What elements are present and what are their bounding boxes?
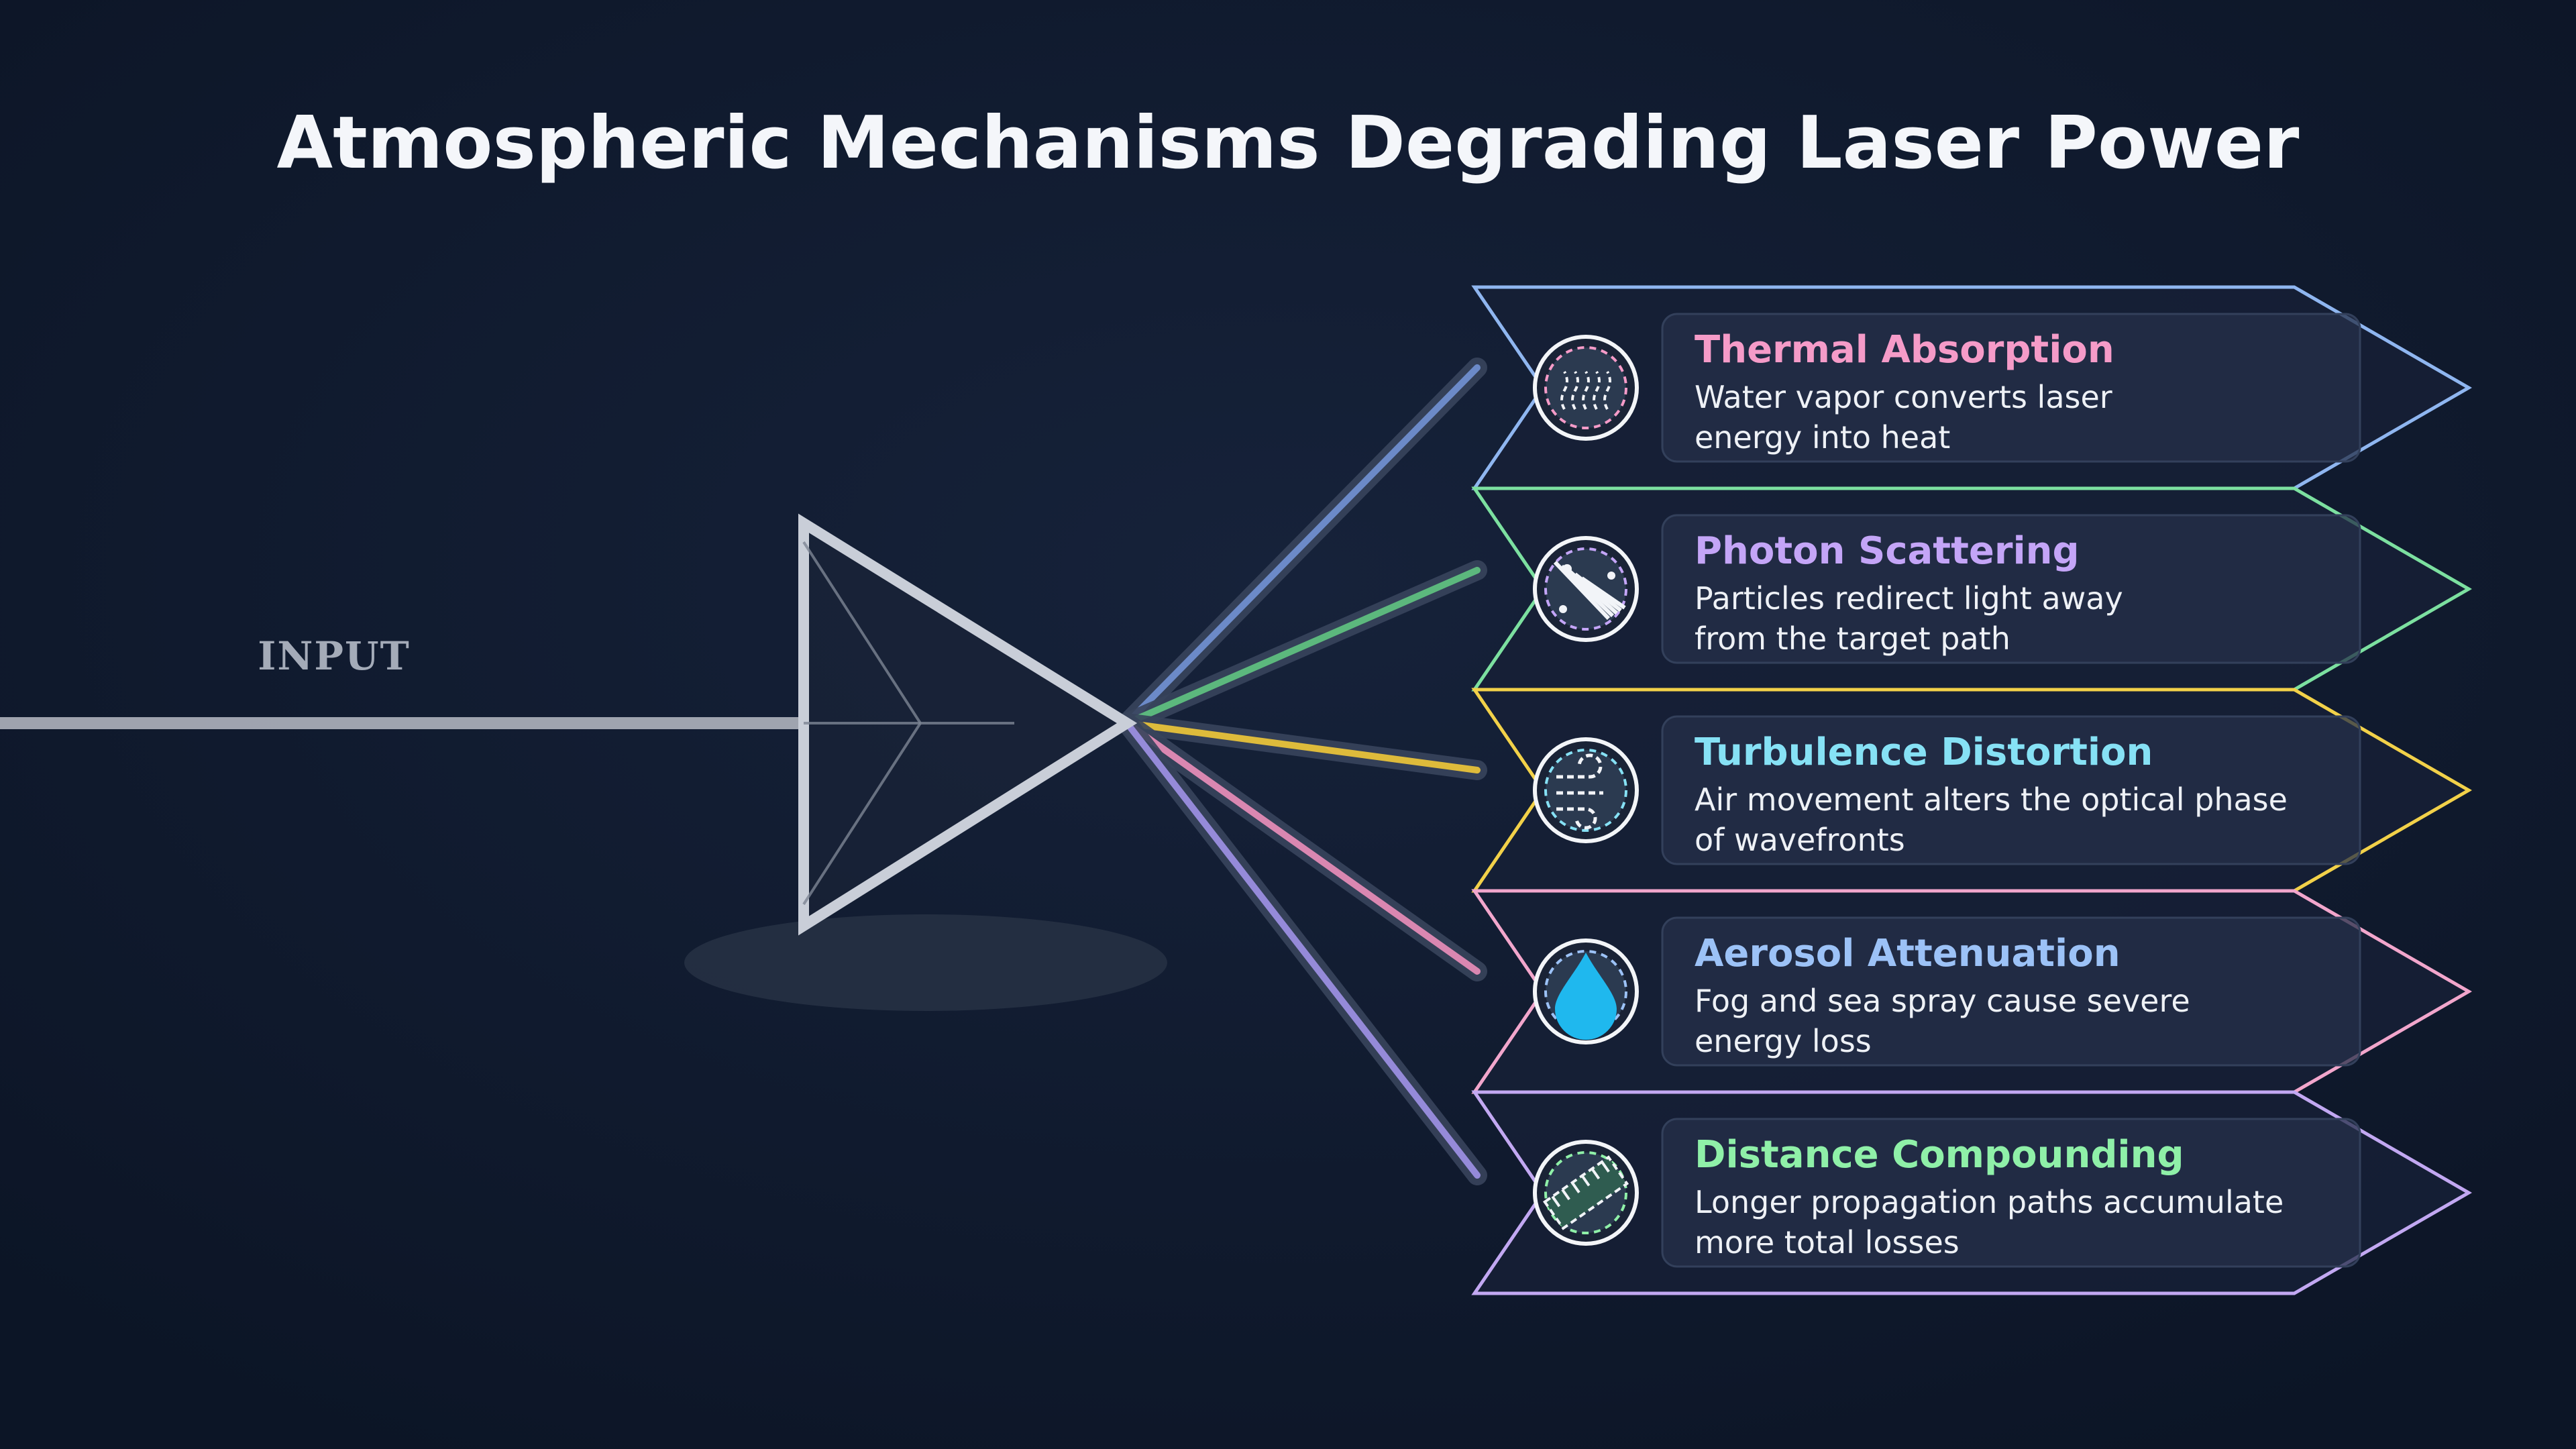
prism	[798, 513, 1138, 936]
page-title: Atmospheric Mechanisms Degrading Laser P…	[277, 101, 2300, 185]
prism-shadow	[684, 914, 1167, 1011]
mechanism-description-line: Longer propagation paths accumulate	[1695, 1184, 2284, 1220]
mechanism-title: Distance Compounding	[1695, 1133, 2184, 1177]
beam-4	[1117, 713, 1487, 981]
mechanism-description-line: energy loss	[1695, 1023, 1872, 1059]
mechanism-title: Turbulence Distortion	[1695, 731, 2153, 774]
beam-5	[1117, 713, 1487, 1185]
scatter-icon	[1533, 536, 1639, 642]
card-panel	[1661, 514, 2361, 664]
beam-1	[1117, 358, 1487, 733]
mechanism-description-line: Air movement alters the optical phase	[1695, 782, 2288, 818]
card-panel	[1661, 313, 2361, 463]
mechanism-description-line: Particles redirect light away	[1695, 580, 2123, 616]
droplet-icon	[1533, 938, 1639, 1044]
mechanism-description-line: from the target path	[1695, 621, 2010, 657]
mechanism-description-line: Water vapor converts laser	[1695, 379, 2112, 415]
heat-waves-icon	[1533, 335, 1639, 441]
mechanism-description-line: more total losses	[1695, 1224, 1960, 1260]
card-panel	[1661, 1118, 2361, 1268]
mechanism-title: Photon Scattering	[1695, 529, 2080, 573]
mechanism-title: Aerosol Attenuation	[1695, 932, 2121, 975]
mechanism-description-line: Fog and sea spray cause severe	[1695, 983, 2190, 1019]
mechanism-title: Thermal Absorption	[1695, 328, 2114, 372]
beam-2	[1117, 560, 1487, 733]
mechanism-description-line: energy into heat	[1695, 419, 1950, 455]
input-label: INPUT	[258, 633, 411, 679]
beam-3	[1117, 713, 1487, 780]
wind-icon	[1533, 737, 1639, 843]
mechanism-description-line: of wavefronts	[1695, 822, 1905, 858]
card-panel	[1661, 916, 2361, 1067]
card-panel	[1661, 715, 2361, 865]
ruler-icon	[1533, 1140, 1639, 1246]
output-beams	[1117, 358, 1487, 1185]
